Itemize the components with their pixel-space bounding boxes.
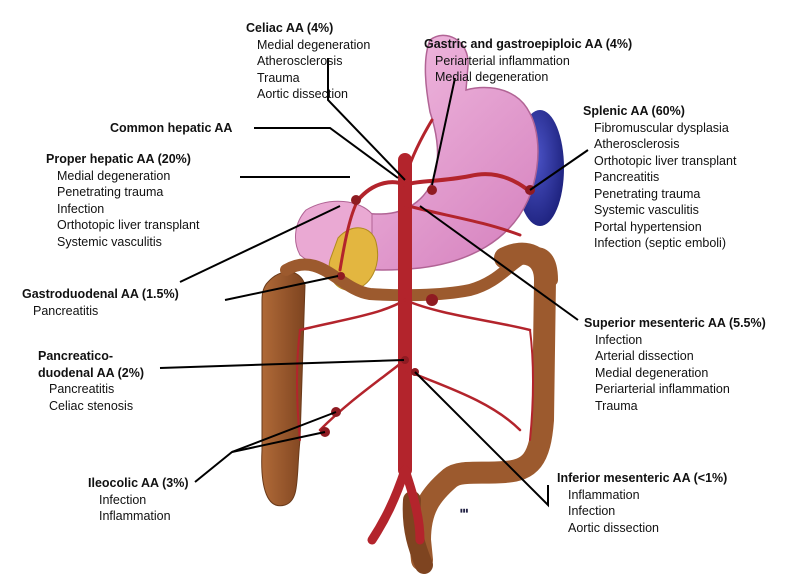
gastroduodenal-title: Gastroduodenal AA (1.5%) — [22, 287, 179, 301]
colon — [261, 271, 306, 507]
inferior-mesenteric-title: Inferior mesenteric AA (<1%) — [557, 471, 728, 485]
ileocolic-item: Infection — [99, 492, 147, 507]
proper-hepatic-item: Penetrating trauma — [57, 185, 164, 199]
proper-hepatic-item: Medial degeneration — [57, 168, 171, 183]
splenic-item: Orthotopic liver transplant — [594, 153, 737, 168]
superior-mesenteric-item: Periarterial inflammation — [595, 382, 730, 396]
pancreatico-item: Pancreatitis — [49, 382, 115, 396]
pancreatico-title-line2: duodenal AA (2%) — [38, 365, 145, 380]
leader-inferior-mesenteric — [414, 371, 549, 508]
pancreatico-item: Celiac stenosis — [49, 398, 134, 413]
superior-mesenteric-title: Superior mesenteric AA (5.5%) — [584, 316, 766, 330]
ileocolic-title: Ileocolic AA (3%) — [88, 476, 189, 490]
pancreatico-title-line1: Pancreatico- — [38, 349, 114, 363]
label-common-hepatic: Common hepatic AA — [110, 120, 232, 137]
gastric-item: Periarterial inflammation — [435, 53, 570, 68]
colon-descending — [408, 242, 557, 571]
inferior-mesenteric-item: Aortic dissection — [568, 520, 660, 535]
superior-mesenteric-item: Infection — [595, 332, 643, 347]
inferior-mesenteric-item: Inflammation — [568, 487, 640, 502]
leader-celiac — [327, 58, 406, 181]
splenic-item: Pancreatitis — [594, 170, 660, 184]
common-hepatic-title: Common hepatic AA — [110, 121, 233, 135]
label-gastroduodenal: Gastroduodenal AA (1.5%) Pancreatitis — [22, 286, 179, 319]
leader-splenic — [529, 149, 589, 191]
celiac-item: Atherosclerosis — [257, 54, 343, 68]
proper-hepatic-item: Systemic vasculitis — [57, 234, 162, 249]
gastric-title: Gastric and gastroepiploic AA (4%) — [424, 37, 633, 51]
proper-hepatic-item: Infection — [57, 201, 105, 216]
superior-mesenteric-item: Trauma — [595, 398, 638, 413]
label-gastric: Gastric and gastroepiploic AA (4%) Peria… — [424, 36, 632, 86]
leader-superior-mesenteric — [419, 205, 579, 321]
inferior-mesenteric-item: Infection — [568, 504, 616, 518]
label-pancreaticoduodenal: Pancreatico- duodenal AA (2%) Pancreatit… — [38, 348, 144, 414]
gastroduodenal-item: Pancreatitis — [33, 303, 99, 318]
superior-mesenteric-item: Arterial dissection — [595, 349, 694, 363]
arterial-tree — [296, 118, 534, 545]
gastric-item: Medial degeneration — [435, 70, 549, 84]
leader-gastroduodenal — [179, 205, 341, 283]
ileocolic-item: Inflammation — [99, 509, 171, 523]
leader-gastroduodenal-2 — [224, 275, 339, 301]
splenic-item: Portal hypertension — [594, 219, 702, 234]
label-ileocolic: Ileocolic AA (3%) Infection Inflammation — [88, 475, 188, 525]
label-proper-hepatic: Proper hepatic AA (20%) Medial degenerat… — [46, 151, 199, 250]
credit-mark: ▮▮▮ — [460, 508, 469, 514]
leader-common-hepatic — [254, 127, 399, 179]
leader-lines — [159, 58, 589, 508]
splenic-item: Fibromuscular dysplasia — [594, 120, 729, 135]
splenic-title: Splenic AA (60%) — [583, 104, 685, 118]
celiac-item: Trauma — [257, 70, 300, 85]
splenic-item: Systemic vasculitis — [594, 203, 699, 217]
proper-hepatic-item: Orthotopic liver transplant — [57, 218, 200, 232]
leader-ileocolic-b — [231, 431, 326, 453]
celiac-item: Medial degeneration — [257, 37, 371, 52]
label-splenic: Splenic AA (60%) Fibromuscular dysplasia… — [583, 103, 736, 252]
label-inferior-mesenteric: Inferior mesenteric AA (<1%) Inflammatio… — [557, 470, 727, 536]
label-superior-mesenteric: Superior mesenteric AA (5.5%) Infection … — [584, 315, 766, 414]
celiac-title: Celiac AA (4%) — [246, 21, 334, 35]
splenic-item: Infection (septic emboli) — [594, 236, 727, 250]
splenic-item: Penetrating trauma — [594, 186, 701, 201]
leader-gastric — [431, 77, 456, 186]
leader-pancreatico — [159, 359, 405, 369]
superior-mesenteric-item: Medial degeneration — [595, 365, 709, 380]
celiac-item: Aortic dissection — [257, 87, 349, 101]
splenic-item: Atherosclerosis — [594, 137, 680, 151]
label-celiac: Celiac AA (4%) Medial degeneration Ather… — [246, 20, 370, 103]
proper-hepatic-title: Proper hepatic AA (20%) — [46, 152, 191, 166]
